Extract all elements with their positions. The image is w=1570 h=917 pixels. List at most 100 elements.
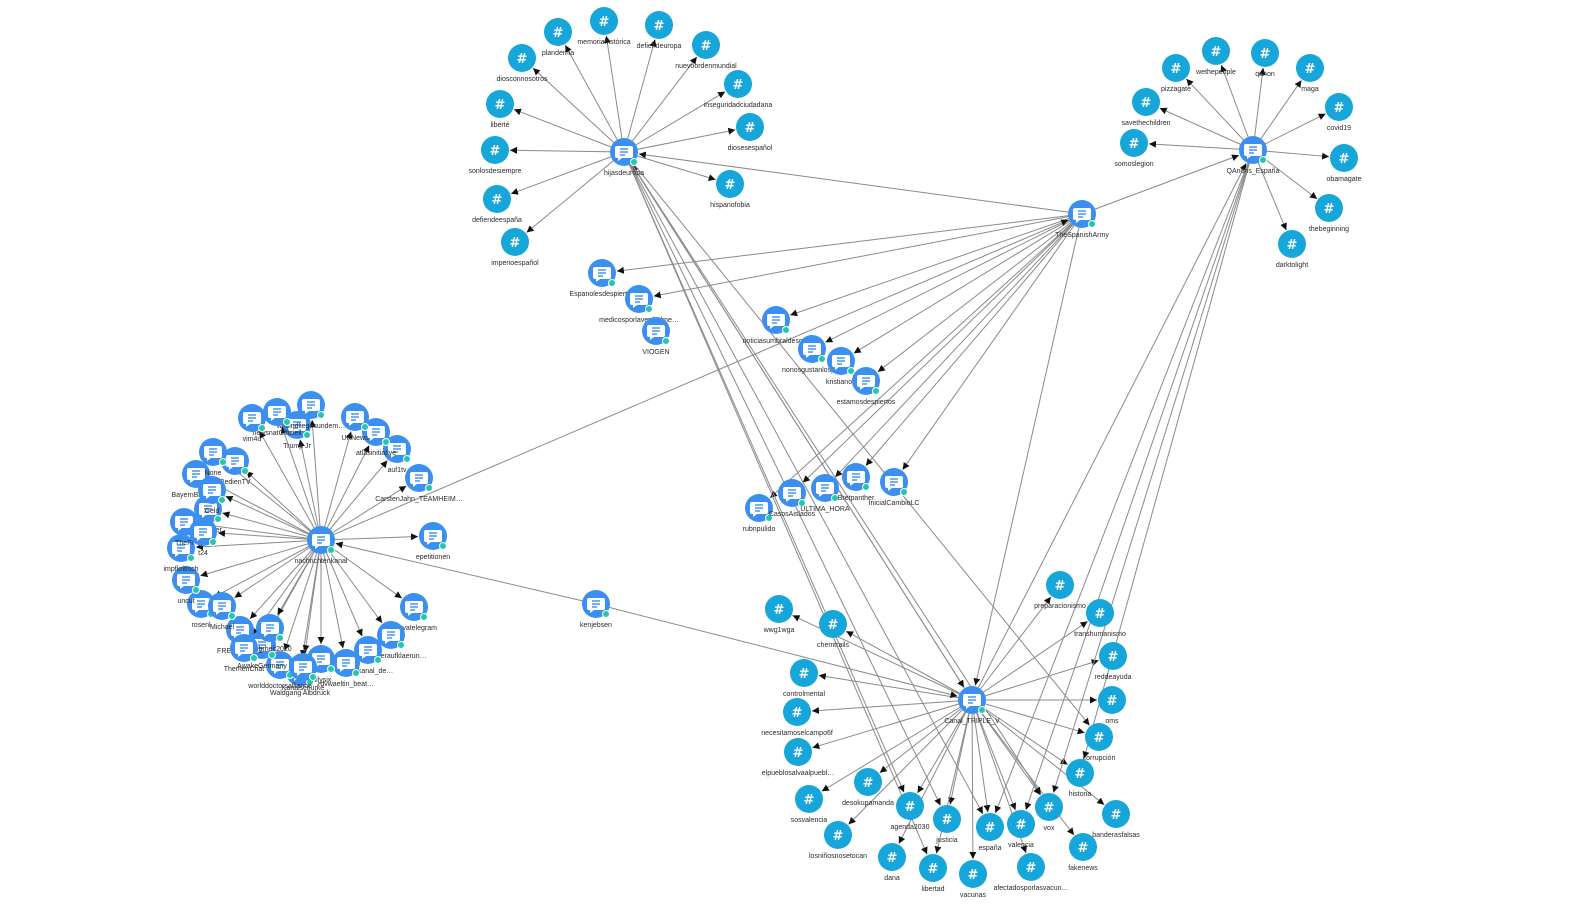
hashtag-node[interactable]: #vacunas — [959, 860, 987, 899]
hashtag-label: diosconnosotros — [497, 76, 548, 83]
hashtag-node[interactable]: #nuevoordenmundial — [675, 31, 737, 70]
hashtag-label: qanon — [1255, 71, 1275, 78]
hashtag-node[interactable]: #maga — [1296, 54, 1324, 93]
channel-node[interactable]: nonosgustanlosp… — [782, 335, 842, 374]
hashtag-node[interactable]: #losniñosnosetocan — [809, 821, 867, 860]
hashtag-node[interactable]: #controlmental — [783, 659, 825, 698]
channel-node[interactable]: TheSpanishArmy — [1055, 200, 1109, 239]
hashtag-node[interactable]: #españa — [976, 813, 1004, 852]
channel-node[interactable]: rosenl — [187, 590, 215, 629]
hashtag-node[interactable]: #obamagate — [1326, 144, 1362, 183]
channel-node[interactable]: rdvwaeltin_beat… — [318, 649, 374, 688]
hashtag-node[interactable]: #defiendeespaña — [472, 185, 522, 224]
hashtag-node[interactable]: #hispanofobia — [710, 170, 750, 209]
hashtag-node[interactable]: #fakenews — [1068, 833, 1098, 872]
channel-node[interactable]: t24 — [189, 518, 217, 557]
edge — [245, 470, 322, 541]
channel-node[interactable]: VIOGEN — [642, 317, 670, 356]
hashtag-node[interactable]: #wethepeople — [1195, 37, 1236, 76]
hashtag-node[interactable]: #liberté — [486, 90, 514, 129]
channel-node[interactable]: rubnpulido — [743, 494, 776, 533]
channel-node[interactable]: uncut — [172, 566, 200, 605]
channel-node[interactable]: None — [199, 438, 227, 477]
channel-node[interactable]: Bretpanther — [838, 463, 875, 502]
hashtag-node[interactable]: #corrupción — [1083, 723, 1116, 762]
channel-node[interactable]: atlasinitiative — [356, 418, 396, 457]
hashtag-node[interactable]: #somoslegion — [1114, 129, 1154, 168]
hashtag-node[interactable]: #diosesespañol — [728, 113, 773, 152]
hash-icon: # — [1095, 607, 1106, 622]
hashtag-node[interactable]: #imperioespañol — [491, 228, 539, 267]
channel-node[interactable]: RedienTV — [219, 447, 251, 486]
hashtag-node[interactable]: #diosconnosotros — [497, 44, 548, 83]
channel-label: worlddoctorsalliance — [247, 683, 312, 690]
hashtag-node[interactable]: #savethechildren — [1121, 88, 1171, 127]
channel-label: nachrichtenkanal — [295, 558, 348, 565]
hashtag-node[interactable]: #wwg1wga — [763, 595, 795, 634]
channel-node[interactable]: Trump Jr — [283, 411, 312, 450]
hashtag-node[interactable]: #thebeginning — [1309, 194, 1349, 233]
hashtag-node[interactable]: #memoriahistórica — [577, 7, 631, 46]
chat-bubble-icon — [271, 659, 289, 674]
hashtag-node[interactable]: #libertad — [919, 854, 947, 893]
channel-node[interactable]: estamosdespiertos — [837, 367, 896, 406]
hashtag-node[interactable]: #dana — [878, 843, 906, 882]
channel-node[interactable]: aerztefueraufklaerun… — [355, 621, 427, 660]
hashtag-node[interactable]: #agenda2030 — [891, 792, 930, 831]
channel-node[interactable]: Canal_TRIPLE_V — [944, 686, 1000, 725]
hash-icon: # — [1107, 694, 1118, 709]
hashtag-node[interactable]: #pizzagate — [1161, 54, 1191, 93]
channel-node[interactable]: Espanolesdespiertos — [570, 259, 635, 298]
channel-node[interactable]: medicosporlaverdadme… — [599, 285, 679, 324]
hashtag-node[interactable]: #sonlosdesiempre — [469, 136, 522, 175]
hashtag-node[interactable]: #qanon — [1251, 39, 1279, 78]
hashtag-node[interactable]: #defiendeuropa — [637, 11, 682, 50]
channel-node[interactable]: wirsindliegesundem… — [276, 391, 345, 430]
hashtag-node[interactable]: #reddeayuda — [1095, 642, 1132, 681]
channel-node[interactable]: newsnatOffiziell — [253, 398, 302, 437]
hashtag-node[interactable]: #preparacionismo — [1034, 571, 1086, 610]
hashtag-node[interactable]: #valencia — [1007, 810, 1035, 849]
hashtag-node[interactable]: #inseguridadciudadana — [704, 70, 773, 109]
chat-bubble-icon — [803, 343, 821, 358]
channel-node[interactable]: noticiasumbraldesc… — [743, 306, 810, 345]
hashtag-node[interactable]: #vox — [1035, 793, 1063, 832]
channel-node[interactable]: InicialCambioLC — [869, 468, 920, 507]
hashtag-node[interactable]: #plandemia — [542, 18, 574, 57]
channel-node[interactable]: ThemenChat — [224, 634, 265, 673]
channel-node[interactable]: unityatelegram — [391, 593, 437, 632]
channel-node[interactable]: ous_kanal_de… — [343, 636, 394, 675]
hashtag-node[interactable]: #darktolight — [1276, 230, 1308, 269]
channel-node[interactable]: ULTIMA_HORA — [800, 474, 850, 513]
channel-node[interactable]: Wahrheit2020 — [248, 614, 292, 653]
hashtag-node-circle — [1296, 54, 1324, 82]
hashtag-node[interactable]: #historia — [1066, 759, 1094, 798]
hashtag-node[interactable]: #elpueblosalvaalpuebl… — [762, 738, 834, 777]
edge — [225, 495, 322, 541]
channel-node[interactable]: CasosAislados — [769, 479, 816, 518]
hashtag-node[interactable]: #chemtrails — [817, 610, 849, 649]
channel-node[interactable]: epetitionen — [416, 522, 450, 561]
hashtag-node[interactable]: #oms — [1098, 686, 1126, 725]
hashtag-node[interactable]: #covid19 — [1325, 93, 1353, 132]
channel-node[interactable]: Michael — [208, 592, 236, 631]
channel-node[interactable]: impfkritisch — [163, 534, 199, 573]
channel-node[interactable]: hijasdeuropa — [604, 138, 644, 177]
hashtag-node[interactable]: #afectadosporlasvacun… — [993, 853, 1069, 892]
channel-node[interactable]: kenjebsen — [580, 590, 612, 629]
hashtag-node[interactable]: #desokupamanda — [842, 768, 894, 807]
hashtag-node[interactable]: #banderasfalsas — [1092, 800, 1140, 839]
channel-node[interactable]: UKNews — [341, 403, 369, 442]
channel-node[interactable]: kristianog — [826, 347, 856, 386]
channel-node[interactable]: CarstenJahn_TEAMHEIM… — [375, 464, 463, 503]
channel-node[interactable]: vim4u — [238, 404, 266, 443]
channel-node[interactable]: Kanalschurke — [282, 653, 325, 692]
channel-node[interactable]: Geld — [198, 476, 226, 515]
hashtag-node[interactable]: #necesitamoselcampo6f — [761, 698, 833, 737]
hashtag-node[interactable]: #transhumanismo — [1074, 599, 1126, 638]
channel-node[interactable]: nachrichtenkanal — [295, 526, 348, 565]
hashtag-node[interactable]: #sosvalencia — [791, 785, 828, 824]
hashtag-node[interactable]: #justicia — [933, 805, 961, 844]
hash-icon: # — [599, 15, 610, 30]
channel-node[interactable]: QAnons_España — [1227, 136, 1280, 175]
